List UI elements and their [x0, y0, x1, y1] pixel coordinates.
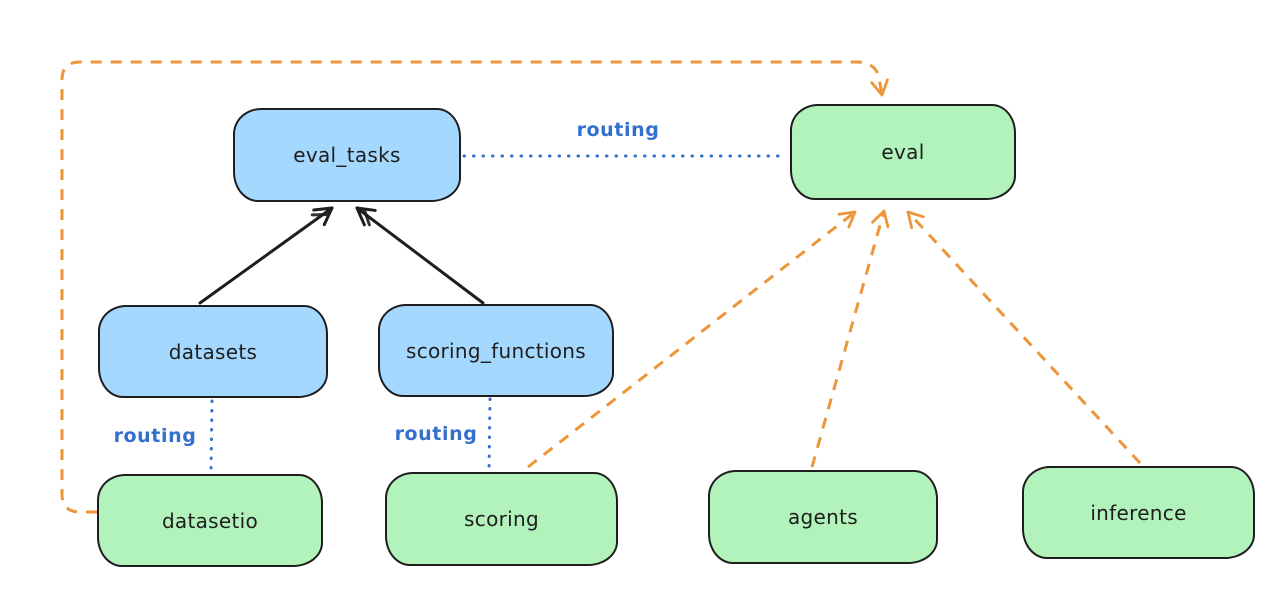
- node-datasets-label: datasets: [168, 339, 258, 364]
- arrow-datasets-to-eval-tasks: [198, 206, 334, 305]
- node-inference-label: inference: [1090, 500, 1187, 525]
- node-eval-label: eval: [881, 140, 925, 164]
- node-scoring-label: scoring: [464, 507, 539, 531]
- arrow-datasetio-to-eval-loop: [60, 60, 889, 514]
- node-scoring-functions-label: scoring_functions: [405, 338, 587, 363]
- node-datasetio-label: datasetio: [161, 508, 259, 533]
- node-inference: inference: [1022, 466, 1255, 559]
- edge-label-routing-eval-tasks-eval: routing: [576, 119, 660, 141]
- node-agents: agents: [708, 470, 938, 564]
- node-eval-tasks-label: eval_tasks: [293, 143, 401, 167]
- edge-datasets-to-datasetio: [209, 399, 214, 473]
- node-scoring-functions: scoring_functions: [378, 304, 614, 397]
- node-eval-tasks: eval_tasks: [233, 108, 461, 202]
- node-datasetio: datasetio: [97, 474, 323, 567]
- arrow-scoring-to-eval: [527, 210, 857, 469]
- arrow-agents-to-eval: [810, 209, 890, 468]
- node-eval: eval: [790, 104, 1016, 200]
- edge-label-routing-scoring-functions-scoring: routing: [394, 423, 478, 445]
- edge-scoring-functions-to-scoring: [487, 397, 492, 472]
- node-agents-label: agents: [788, 505, 858, 529]
- edge-label-routing-datasets-datasetio: routing: [113, 425, 197, 447]
- node-scoring: scoring: [385, 472, 618, 566]
- arrow-inference-to-eval: [906, 210, 1142, 465]
- arrow-scoring-functions-to-eval-tasks: [355, 206, 485, 305]
- node-datasets: datasets: [98, 305, 328, 398]
